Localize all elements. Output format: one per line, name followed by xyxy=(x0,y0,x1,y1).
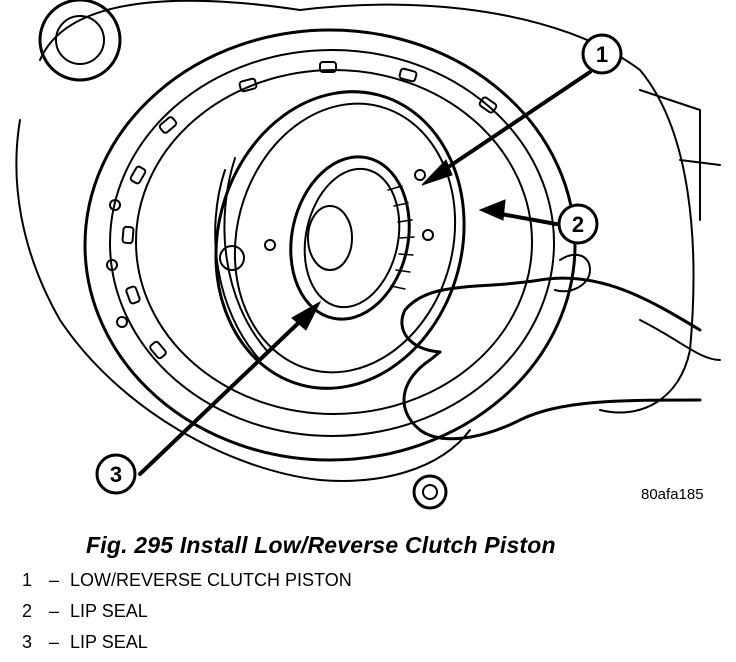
legend-dash: – xyxy=(48,570,59,590)
callout-2: 2 xyxy=(557,203,599,245)
callout-2-number: 2 xyxy=(572,212,584,237)
legend-number: 2 xyxy=(22,601,33,621)
legend-number: 3 xyxy=(22,632,33,652)
callout-3-number: 3 xyxy=(110,462,122,487)
hand xyxy=(400,276,702,441)
legend-text: LIP SEAL xyxy=(70,632,148,652)
piston-bore xyxy=(289,155,411,321)
figure-caption: Fig. 295 Install Low/Reverse Clutch Pist… xyxy=(86,532,556,558)
callout-arrow-1 xyxy=(430,70,592,180)
clutch-retainer-outer xyxy=(83,28,577,462)
legend-text: LIP SEAL xyxy=(70,601,148,621)
legend-item: 1–LOW/REVERSE CLUTCH PISTON xyxy=(22,568,352,599)
legend-dash: – xyxy=(48,601,59,621)
bolt-boss-top-left xyxy=(38,0,122,82)
callout-arrow-3 xyxy=(138,308,314,476)
legend-list: 1–LOW/REVERSE CLUTCH PISTON 2–LIP SEAL 3… xyxy=(22,568,352,661)
figure-reference-id: 80afa185 xyxy=(641,486,704,503)
legend-dash: – xyxy=(48,632,59,652)
bolt-boss-bottom xyxy=(412,474,448,510)
legend-item: 3–LIP SEAL xyxy=(22,630,352,661)
callout-3: 3 xyxy=(95,453,137,495)
callout-1-number: 1 xyxy=(596,42,608,67)
legend-item: 2–LIP SEAL xyxy=(22,599,352,630)
retainer-slots xyxy=(106,61,498,360)
clutch-piston-outer xyxy=(214,90,466,390)
legend-text: LOW/REVERSE CLUTCH PISTON xyxy=(70,570,352,590)
legend-number: 1 xyxy=(22,570,33,590)
callout-1: 1 xyxy=(581,33,623,75)
technical-illustration: 1 2 3 xyxy=(15,0,721,510)
